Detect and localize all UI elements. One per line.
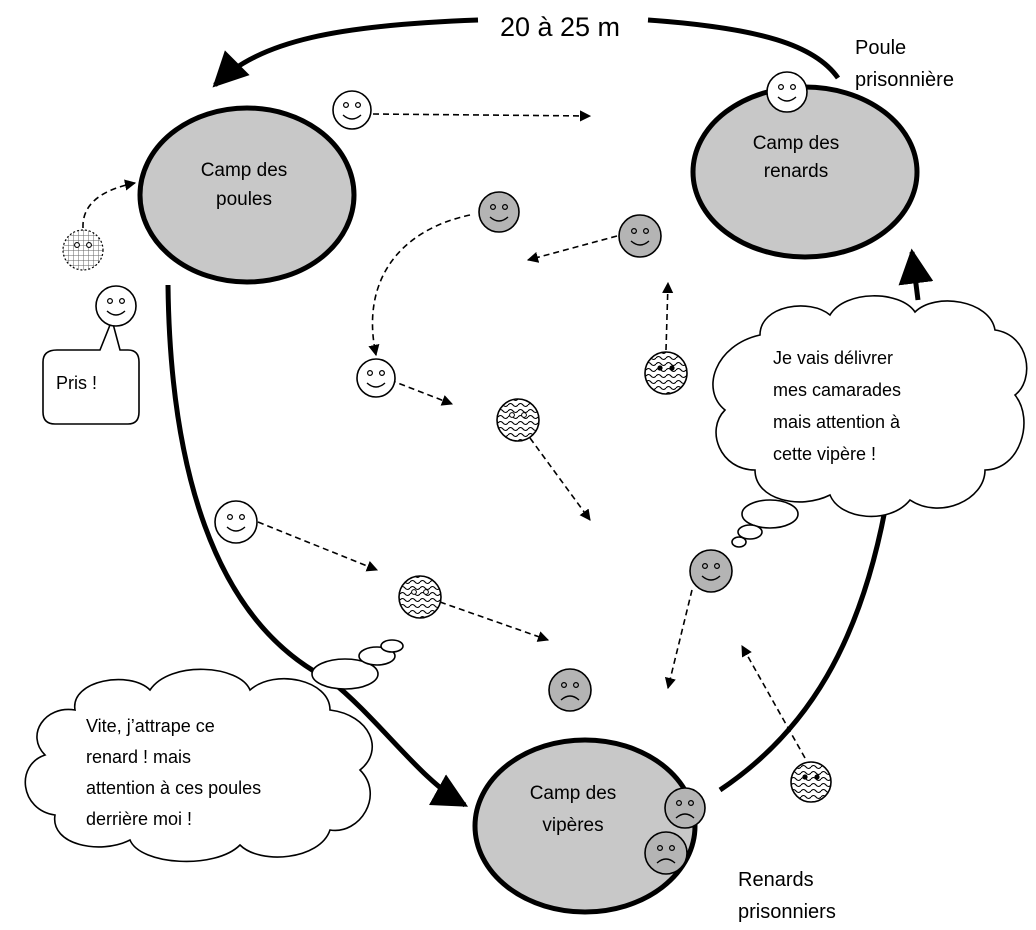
boundary-right-arc xyxy=(898,248,934,301)
thought-renard-line-1: Je vais délivrer xyxy=(773,348,893,368)
arrow-vipere-up xyxy=(662,281,674,351)
captured-poule-icon xyxy=(62,229,104,271)
thought-vipere-line-2: renard ! mais xyxy=(86,747,191,767)
renard-face-icon xyxy=(478,191,520,233)
vipere-face-icon xyxy=(644,351,688,395)
camp-viperes-label-2: vipères xyxy=(542,815,603,836)
arrow-renard-curve xyxy=(368,214,471,357)
poule-prisonniere-label-1: Poule xyxy=(855,37,906,59)
arrow-poule-top xyxy=(372,110,592,122)
vipere-face-icon xyxy=(790,761,832,803)
sad-renard-face-icon xyxy=(644,831,688,875)
arrow-captured-to-camp xyxy=(82,179,137,229)
boundary-left-arc xyxy=(165,284,469,808)
vipere-face-icon xyxy=(496,398,540,442)
boundary-top-arc-right xyxy=(647,17,841,80)
camp-viperes: Camp des vipères xyxy=(472,737,698,915)
arrow-poule-mid xyxy=(389,379,454,406)
thought-renard-line-4: cette vipère ! xyxy=(773,444,876,464)
camp-renards-label-1: Camp des xyxy=(753,133,840,154)
movement-arrows xyxy=(82,110,806,759)
camp-poules-label-2: poules xyxy=(216,189,272,210)
sad-renard-face-icon xyxy=(548,668,592,712)
camp-renards-label-2: renards xyxy=(764,161,828,182)
poule-prisonniere-label-2: prisonnière xyxy=(855,69,954,91)
boundary-top-arc xyxy=(212,17,479,88)
poule-face-icon xyxy=(214,500,258,544)
distance-label: 20 à 25 m xyxy=(500,12,620,42)
thought-vipere-line-1: Vite, j’attrape ce xyxy=(86,716,215,736)
boundary-right-lower-arc xyxy=(718,509,888,793)
arrow-vipere-right xyxy=(741,645,806,759)
thought-vipere-line-4: derrière moi ! xyxy=(86,809,192,829)
thought-cloud-renard xyxy=(712,295,1028,548)
renard-face-icon xyxy=(618,214,662,258)
thought-vipere-line-3: attention à ces poules xyxy=(86,778,261,798)
renard-face-icon xyxy=(689,549,733,593)
thought-renard-line-2: mes camarades xyxy=(773,380,901,400)
renards-prisonniers-label-2: prisonniers xyxy=(738,901,836,923)
arrow-renard-down xyxy=(664,589,693,690)
thought-cloud-vipere xyxy=(24,639,404,863)
arrow-poule-low xyxy=(257,521,379,572)
speech-bubble-pris: Pris ! xyxy=(42,317,140,425)
renards-prisonniers-label-1: Renards xyxy=(738,869,814,891)
arrow-renard-left xyxy=(526,235,618,263)
arrow-vipere-mid xyxy=(529,437,591,521)
poule-face-icon xyxy=(766,71,808,113)
poule-face-icon xyxy=(332,90,372,130)
poule-face-icon xyxy=(95,285,137,327)
poule-face-icon xyxy=(356,358,396,398)
thought-renard-line-3: mais attention à xyxy=(773,412,901,432)
arrow-vipere-low xyxy=(439,601,550,642)
camp-poules-label-1: Camp des xyxy=(201,160,288,181)
camp-renards: Camp des renards xyxy=(690,84,920,260)
speech-pris-text: Pris ! xyxy=(56,373,97,393)
vipere-face-icon xyxy=(398,575,442,619)
sad-renard-face-icon xyxy=(664,787,706,829)
camp-viperes-label-1: Camp des xyxy=(530,783,617,804)
camp-poules: Camp des poules xyxy=(137,105,357,285)
